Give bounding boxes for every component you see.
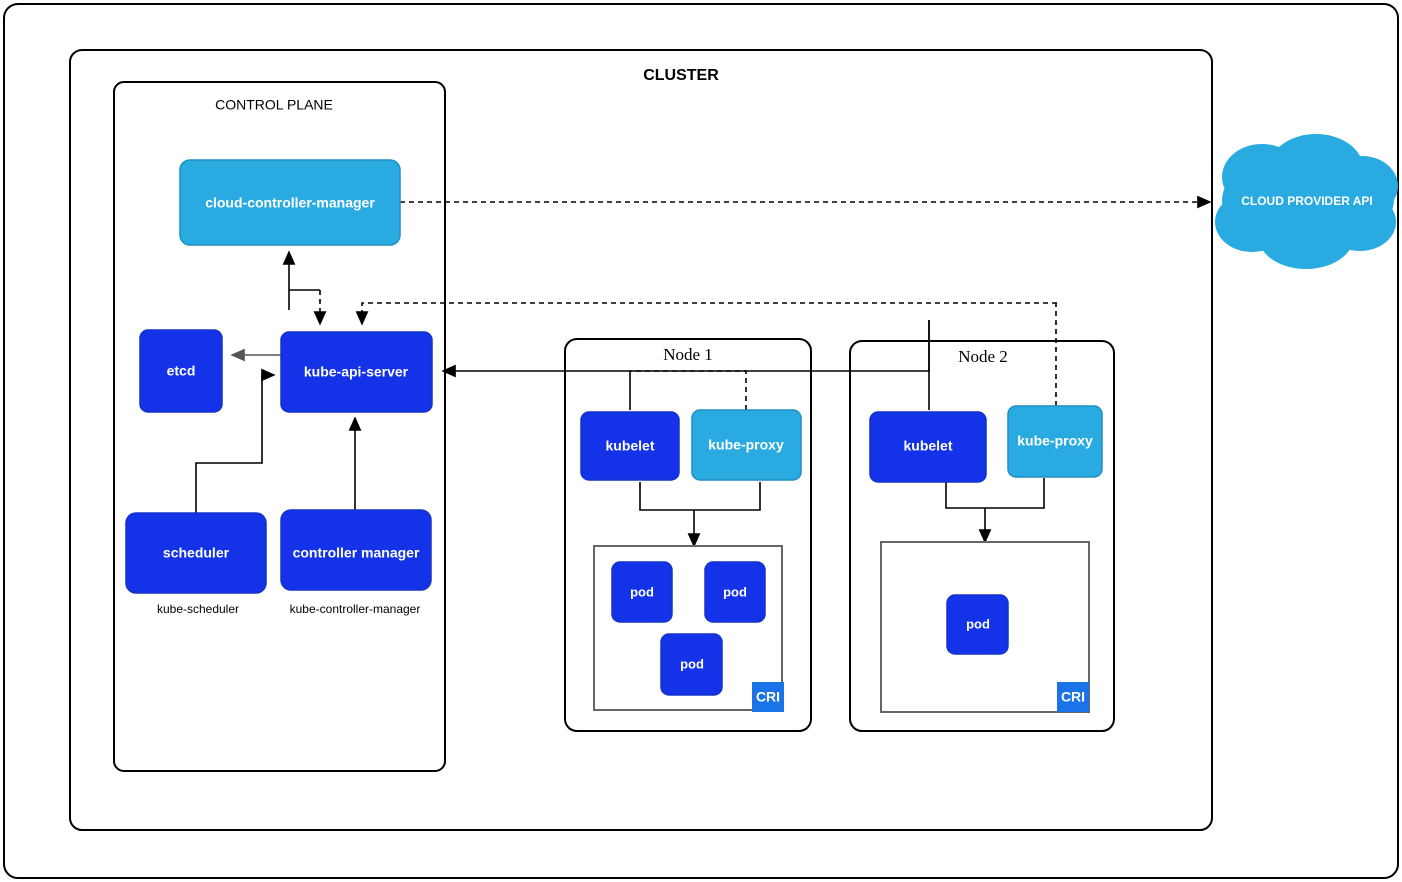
node-1-box-kube-proxy[interactable]: [691, 409, 802, 481]
node-1-pod-1-label: pod: [630, 584, 654, 599]
node-1-box-kubelet[interactable]: [580, 411, 680, 481]
node-2-boundary: [849, 340, 1115, 732]
node-1-boundary: [564, 338, 812, 732]
node-1-pod-2-label: pod: [723, 584, 747, 599]
caption-kube-controller-manager: kube-controller-manager: [290, 602, 421, 616]
node-1-pod-3-label: pod: [680, 656, 704, 671]
node-2-label-kubelet: kubelet: [903, 438, 952, 454]
node-1-pod-2[interactable]: [704, 561, 766, 623]
cloud-provider-api-label: CLOUD PROVIDER API: [1241, 194, 1373, 208]
node-1-pod-1[interactable]: [611, 561, 673, 623]
label-cloud-controller-manager: cloud-controller-manager: [205, 195, 375, 211]
node-2-box-kubelet[interactable]: [869, 411, 987, 483]
connector-node1-kubeproxy-riser: [630, 370, 747, 410]
connector-scheduler-to-api: [195, 368, 276, 513]
node-2-box-kube-proxy[interactable]: [1007, 405, 1103, 478]
control-plane-title: CONTROL PLANE: [215, 97, 333, 113]
node-1-title: Node 1: [663, 345, 713, 364]
cloud-lobe-7: [1324, 193, 1396, 251]
node-1-cri-badge: [752, 682, 784, 712]
node-1-label-kube-proxy: kube-proxy: [708, 437, 784, 453]
connector-node2-components-to-cri: [945, 478, 1045, 509]
node-1-label-kubelet: kubelet: [605, 438, 654, 454]
connector-kubelet-node2-riser: [441, 320, 930, 378]
label-etcd: etcd: [167, 363, 196, 379]
box-controller-manager[interactable]: [280, 509, 432, 591]
page-frame: [3, 3, 1399, 879]
node-1-pod-3[interactable]: [660, 633, 723, 696]
node-2-cri-badge: [1057, 682, 1089, 712]
node-2-title: Node 2: [958, 347, 1008, 366]
box-cloud-controller-manager[interactable]: [179, 159, 401, 246]
box-kube-api-server[interactable]: [280, 331, 433, 413]
label-controller-manager: controller manager: [293, 545, 420, 561]
node-2-cri-label: CRI: [1061, 689, 1085, 705]
label-scheduler: scheduler: [163, 545, 230, 561]
box-etcd[interactable]: [139, 329, 223, 413]
caption-kube-scheduler: kube-scheduler: [157, 602, 239, 616]
connector-node1-components-to-cri: [639, 482, 761, 511]
cluster-boundary: [69, 49, 1213, 831]
connector-node-kubeproxy-to-api: [355, 302, 1057, 326]
node-2-pod-1[interactable]: [946, 594, 1009, 655]
node-2-pod-1-label: pod: [966, 616, 990, 631]
cloud-provider-api[interactable]: CLOUD PROVIDER API: [1215, 134, 1398, 269]
box-scheduler[interactable]: [125, 512, 267, 594]
cluster-title: CLUSTER: [643, 67, 719, 84]
control-plane-boundary: [113, 81, 446, 772]
label-kube-api-server: kube-api-server: [304, 364, 409, 380]
node-2-label-kube-proxy: kube-proxy: [1017, 433, 1093, 449]
node-1-cri-label: CRI: [756, 689, 780, 705]
